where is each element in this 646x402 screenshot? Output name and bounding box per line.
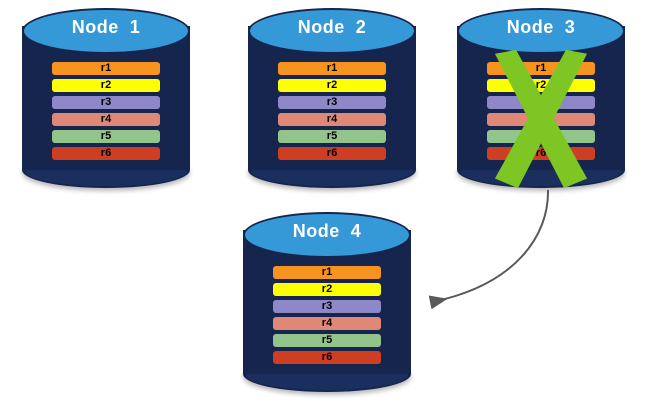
- node-1-row-r6[interactable]: r6: [52, 147, 160, 160]
- node-2-cylinder-top: [248, 8, 416, 54]
- node-4-row-r3[interactable]: r3: [273, 300, 381, 313]
- node-2-title: Node 2: [297, 17, 367, 37]
- node-1[interactable]: Node 1 r1 r2 r3 r4 r5 r6: [22, 8, 190, 188]
- node-2-row-r3[interactable]: r3: [278, 96, 386, 109]
- node-3-row-r4[interactable]: r4: [487, 113, 595, 126]
- node-1-row-r4[interactable]: r4: [52, 113, 160, 126]
- node-2-row-r6[interactable]: r6: [278, 147, 386, 160]
- node-3-row-r5[interactable]: r5: [487, 130, 595, 143]
- node-4-row-r5[interactable]: r5: [273, 334, 381, 347]
- node-3-row-r1[interactable]: r1: [487, 62, 595, 75]
- node-4-title: Node 4: [292, 221, 362, 241]
- node-4[interactable]: Node 4 r1 r2 r3 r4 r5 r6: [243, 212, 411, 392]
- node-1-row-r5[interactable]: r5: [52, 130, 160, 143]
- node-2-row-r2[interactable]: r2: [278, 79, 386, 92]
- node-1-title: Node 1: [71, 17, 141, 37]
- node-1-row-r2[interactable]: r2: [52, 79, 160, 92]
- node-3-row-r6[interactable]: r6: [487, 147, 595, 160]
- node-4-row-r4[interactable]: r4: [273, 317, 381, 330]
- node-1-cylinder-top: [22, 8, 190, 54]
- node-3-row-r3[interactable]: r3: [487, 96, 595, 109]
- node-2-row-r5[interactable]: r5: [278, 130, 386, 143]
- node-3[interactable]: Node 3 r1 r2 r3 r4 r5 r6: [457, 8, 625, 189]
- node-4-row-r6[interactable]: r6: [273, 351, 381, 364]
- node-2-rows: r1 r2 r3 r4 r5 r6: [248, 8, 416, 188]
- node-4-row-r2[interactable]: r2: [273, 283, 381, 296]
- node-4-rows: r1 r2 r3 r4 r5 r6: [243, 212, 411, 392]
- node-3-title: Node 3: [506, 17, 576, 37]
- node-2-row-r1[interactable]: r1: [278, 62, 386, 75]
- node-1-row-r1[interactable]: r1: [52, 62, 160, 75]
- node-1-row-r3[interactable]: r3: [52, 96, 160, 109]
- node-2[interactable]: Node 2 r1 r2 r3 r4 r5 r6: [248, 8, 416, 188]
- node-2-row-r4[interactable]: r4: [278, 113, 386, 126]
- node-1-rows: r1 r2 r3 r4 r5 r6: [22, 8, 190, 188]
- node-4-row-r1[interactable]: r1: [273, 266, 381, 279]
- node-3-row-r2[interactable]: r2: [487, 79, 595, 92]
- arrow-path: [428, 189, 550, 310]
- node-4-cylinder-top: [243, 212, 411, 258]
